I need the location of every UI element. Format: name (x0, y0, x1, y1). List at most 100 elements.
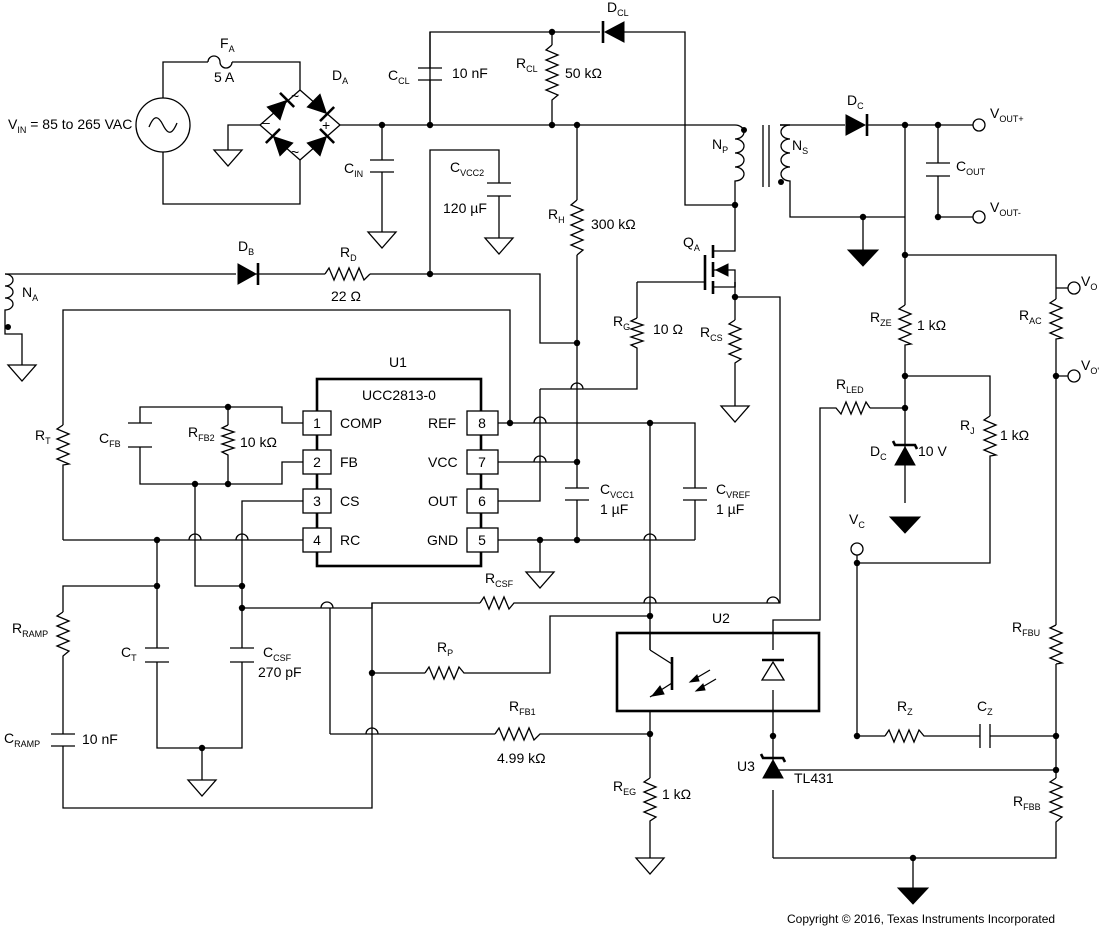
label-rfb2-value: 10 kΩ (240, 434, 277, 450)
label-cvref-value: 1 µF (716, 501, 744, 517)
wire-crossovers (188, 382, 780, 735)
resistor-rd (324, 266, 371, 282)
optocoupler-u2 (615, 631, 821, 713)
u1-pin-name: GND (427, 532, 458, 548)
transformer (734, 124, 791, 188)
label-vout-plus: VOUT+ (990, 105, 1024, 124)
label-cout: COUT (956, 158, 986, 177)
resistor-reg (642, 777, 658, 822)
u1-pin-number: 5 (478, 532, 486, 548)
diode-dc (845, 114, 869, 136)
mosfet-qa (703, 237, 736, 294)
label-db: DB (238, 238, 254, 257)
ground-symbol (366, 231, 398, 249)
u1-pin-name: FB (340, 454, 358, 470)
ground-symbol (483, 237, 515, 255)
u1-pin-name: VCC (428, 454, 458, 470)
label-ccl-value: 10 nF (452, 65, 488, 81)
label-u2: U2 (712, 610, 730, 626)
label-vo-prime: VO' (1081, 357, 1099, 376)
resistor-rg (628, 317, 646, 350)
label-rj: RJ (960, 417, 975, 436)
label-ns: NS (792, 137, 808, 156)
label-cvcc1: CVCC1 (600, 481, 634, 500)
bridge-ac-mark: ~ (291, 144, 299, 160)
label-ct: CT (121, 644, 137, 663)
label-rt: RT (35, 427, 51, 446)
capacitor-ccl (418, 67, 442, 81)
diodes (237, 21, 919, 466)
u1-pin-number: 8 (478, 415, 486, 431)
label-rfb2: RFB2 (188, 424, 215, 443)
shunt-regulator-u3 (759, 753, 787, 779)
u1-pin-name: CS (340, 493, 359, 509)
label-u3: U3 (737, 758, 755, 774)
capacitor-cin (370, 152, 394, 178)
capacitor-cvref (683, 487, 707, 501)
label-dz: DC (870, 443, 887, 462)
resistor-rfb1 (494, 726, 550, 742)
label-qa: QA (683, 234, 700, 253)
label-rp: RP (437, 639, 453, 658)
zener-diode-dz (891, 440, 919, 466)
u1-pin-number: 4 (313, 532, 321, 548)
u1-pin-name: OUT (428, 493, 458, 509)
secondary-winding-ns (780, 124, 791, 188)
label-u1-part: UCC2813-0 (362, 387, 436, 403)
label-vo: VO (1081, 273, 1097, 292)
ground-symbol (186, 779, 218, 797)
label-rfbb: RFBB (1013, 793, 1041, 812)
labels: VIN = 85 to 265 VAC FA 5 A DA ~ ~ + – CC… (4, 0, 1099, 926)
resistor-rh (569, 199, 585, 256)
capacitor-cz (979, 724, 991, 748)
u1-pin-number: 3 (313, 493, 321, 509)
label-na: NA (22, 284, 38, 303)
bridge-ac-mark: ~ (291, 88, 299, 104)
label-dz-value: 10 V (918, 443, 947, 459)
label-ccsf: CCSF (263, 644, 292, 663)
ground-symbols (6, 149, 930, 905)
label-rd-value: 22 Ω (331, 288, 361, 304)
label-rcsf: RCSF (485, 570, 514, 589)
capacitors (51, 67, 991, 748)
bridge-minus-mark: – (262, 114, 270, 130)
label-rled: RLED (836, 376, 864, 395)
label-rze: RZE (870, 309, 892, 328)
label-cin: CIN (344, 160, 363, 179)
capacitor-cout (926, 162, 950, 177)
label-np: NP (712, 136, 728, 155)
ground-symbol (6, 364, 38, 382)
label-u1-ref: U1 (389, 354, 407, 370)
label-cramp-value: 10 nF (82, 731, 118, 747)
label-cz: CZ (977, 698, 993, 717)
terminal-vout-minus (972, 210, 986, 224)
label-rz: RZ (897, 698, 913, 717)
u1-pin-number: 2 (313, 454, 321, 470)
capacitor-cvcc1 (565, 487, 589, 501)
label-rze-value: 1 kΩ (917, 317, 946, 333)
label-rac: RAC (1019, 307, 1042, 326)
resistor-rfb2 (219, 424, 237, 458)
label-rfbu: RFBU (1012, 619, 1040, 638)
label-reg: REG (613, 778, 636, 797)
u1-pin-name: COMP (340, 415, 382, 431)
label-cvcc1-value: 1 µF (600, 501, 628, 517)
label-da: DA (332, 67, 348, 86)
junction-dots (153, 28, 1060, 862)
u1-pin-number: 7 (478, 454, 486, 470)
terminal-vo (1067, 281, 1081, 295)
ground-symbol-secondary (888, 516, 922, 534)
label-cvref: CVREF (716, 481, 751, 500)
capacitor-cvcc2 (487, 182, 511, 197)
resistor-rcsf (479, 595, 520, 611)
ac-source (135, 97, 191, 153)
bridge-plus-mark: + (322, 117, 330, 133)
resistor-rcl (544, 44, 560, 105)
ground-symbol (634, 857, 666, 875)
resistor-rramp (55, 611, 71, 664)
terminals (850, 118, 1081, 556)
label-rg-value: 10 Ω (653, 321, 683, 337)
ground-symbol (719, 405, 751, 423)
label-vout-minus: VOUT- (990, 199, 1021, 218)
